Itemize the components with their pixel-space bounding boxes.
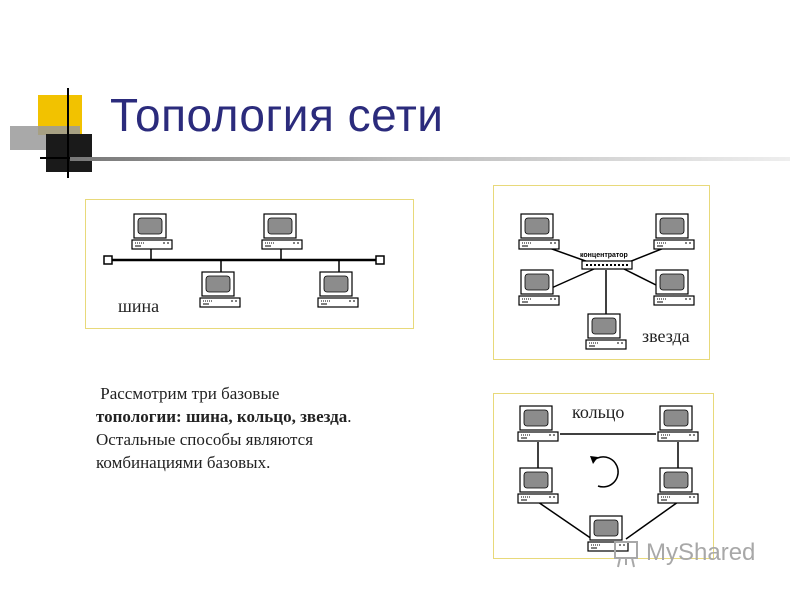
computer-icon (317, 271, 359, 308)
description-line-2: топологии: шина, кольцо, звезда. (96, 407, 352, 426)
title-underline (70, 157, 790, 161)
slide-title: Топология сети (110, 89, 444, 141)
hub-label: концентратор (580, 252, 628, 259)
description-line-3: Остальные способы являются (96, 430, 314, 449)
computer-icon (518, 269, 560, 306)
watermark: MyShared (612, 536, 755, 570)
star-label: звезда (642, 326, 690, 346)
presentation-board-icon (614, 541, 638, 568)
computer-icon (657, 405, 699, 442)
description-line-4: комбинациями базовых. (96, 453, 271, 472)
ring-topology-graphic (517, 405, 699, 552)
description-line-1: Рассмотрим три базовые (100, 384, 280, 403)
computer-icon (131, 213, 173, 250)
computer-icon (653, 269, 695, 306)
computer-icon (657, 467, 699, 504)
computer-icon (585, 313, 627, 350)
computer-icon (261, 213, 303, 250)
watermark-text: MyShared (646, 539, 756, 566)
ring-label: кольцо (572, 402, 625, 422)
computer-icon (653, 213, 695, 250)
bus-topology-graphic (103, 213, 385, 308)
star-diagram: концентратор звезда (493, 185, 710, 360)
bus-diagram: шина (85, 199, 414, 329)
star-topology-graphic: концентратор (518, 213, 695, 350)
description-text: Рассмотрим три базовые топологии: шина, … (96, 382, 426, 474)
computer-icon (199, 271, 241, 308)
computer-icon (517, 467, 559, 504)
computer-icon (587, 515, 629, 552)
computer-icon (518, 213, 560, 250)
computer-icon (517, 405, 559, 442)
title-decoration (10, 88, 130, 178)
bus-label: шина (118, 296, 160, 316)
ring-diagram: кольцо (493, 393, 714, 559)
